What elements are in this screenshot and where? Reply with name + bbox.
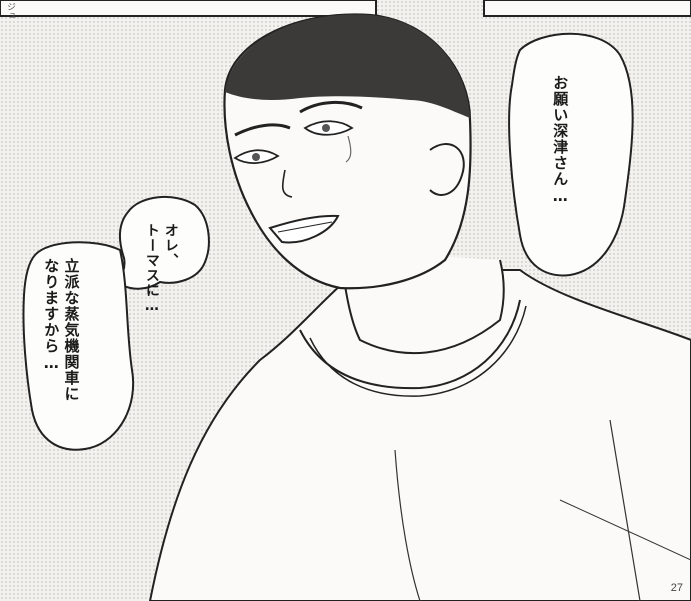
dialogue-top-right: お願い深津さん… (550, 75, 570, 206)
dialogue-line: なりますから… (42, 258, 61, 373)
dialogue-left-large: 立派な蒸気機関車に なりますから… (41, 258, 82, 402)
dialogue-left-small: オレ、 トーマスに… (142, 223, 180, 315)
ear (429, 143, 465, 196)
dialogue-line: 立派な蒸気機関車に (62, 258, 81, 402)
dialogue-line: オレ、 (162, 223, 179, 268)
upper-panel-right (483, 0, 691, 17)
nose (281, 169, 293, 198)
upper-panel-left (0, 0, 377, 17)
tear (345, 135, 352, 163)
dialogue-line: トーマスに… (143, 223, 160, 315)
speech-balloon-left-small (116, 195, 210, 290)
speech-balloon-left-large (22, 241, 135, 451)
right-eyebrow (299, 100, 363, 114)
dialogue-line: お願い深津さん… (551, 75, 570, 206)
speech-balloon-top-right (508, 32, 634, 277)
hair (225, 14, 470, 118)
mouth (268, 214, 340, 244)
left-eyebrow (234, 123, 291, 137)
page-number: 27 (670, 582, 683, 594)
credit-text: ジュ (5, 2, 15, 20)
shirt (148, 269, 691, 601)
